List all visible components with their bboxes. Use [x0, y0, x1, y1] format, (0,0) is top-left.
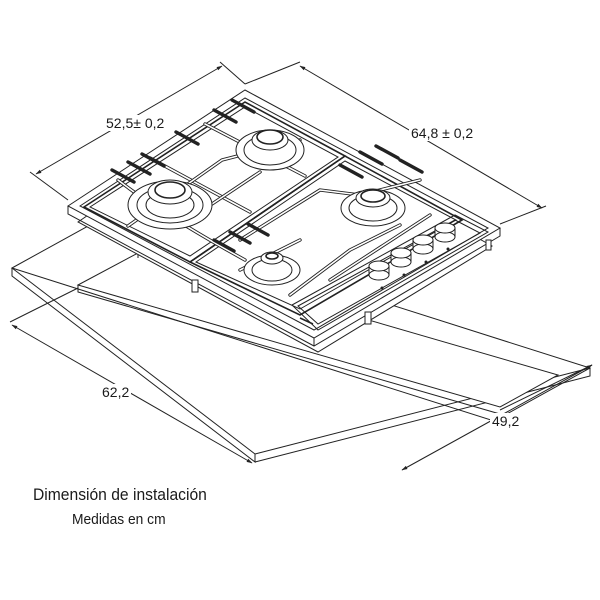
control-knobs — [368, 222, 456, 290]
knob-4 — [434, 222, 456, 243]
burner-rear-left — [235, 129, 305, 171]
hob-depth-dimension: 52,5± 0,2 — [104, 115, 167, 131]
knob-1 — [368, 260, 390, 281]
burner-front-left — [127, 179, 213, 230]
caption-title: Dimensión de instalación — [33, 485, 207, 504]
caption-subtitle: Medidas en cm — [72, 511, 166, 528]
cutout-width-dimension: 62,2 — [100, 384, 132, 400]
hob-width-dimension: 64,8 ± 0,2 — [409, 125, 476, 141]
knob-2 — [390, 247, 412, 268]
dimension-lines — [9, 61, 593, 471]
knob-3 — [412, 234, 434, 255]
burner-front-small — [243, 251, 301, 286]
cutout-depth-dimension: 49,2 — [490, 413, 522, 429]
